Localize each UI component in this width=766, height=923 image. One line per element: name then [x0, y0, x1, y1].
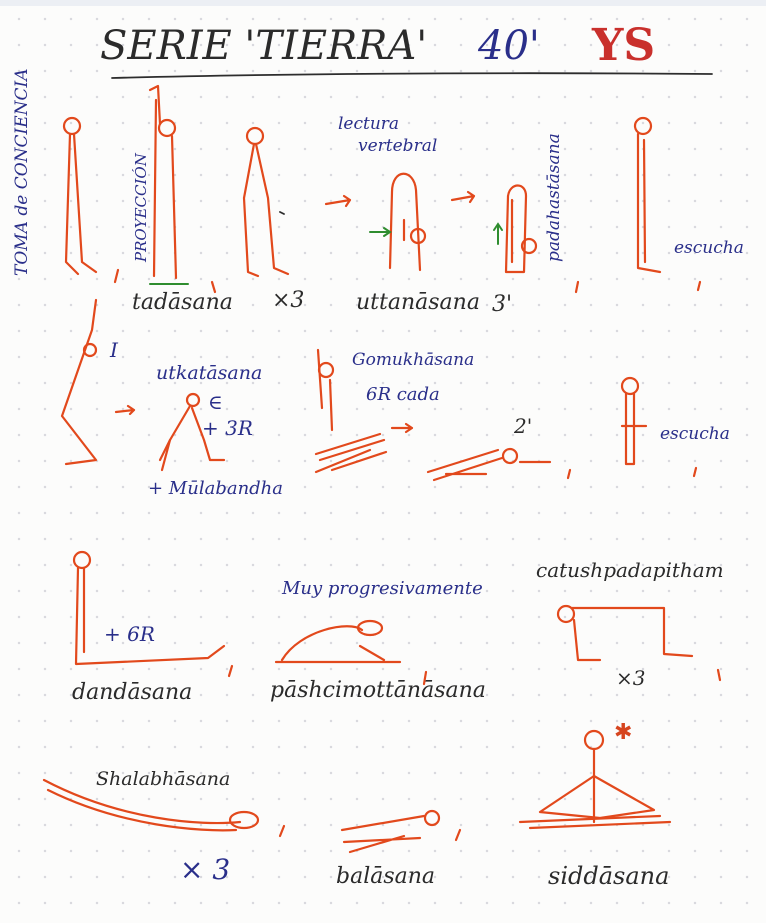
- repeat-x3-label: ×3: [272, 290, 304, 312]
- arrow-2: [452, 192, 474, 202]
- dandasana-label: dandāsana: [72, 682, 192, 704]
- title-underline: [112, 73, 712, 78]
- plus-3r-note: + 3R: [202, 418, 253, 438]
- figure-lying: [428, 449, 570, 480]
- star-icon: ✱: [614, 722, 632, 744]
- muy-progresivamente-note: Muy progresivamente: [282, 580, 483, 598]
- epsilon-note: ∈: [208, 392, 223, 412]
- figure-dandasana: [74, 552, 232, 676]
- arrow-1: [326, 196, 350, 206]
- three-minutes-label: 3': [492, 294, 512, 316]
- arrow-4: [392, 424, 412, 432]
- figure-lean: [244, 128, 288, 276]
- roman-one-note: I: [110, 340, 118, 360]
- escucha-label-1: escucha: [674, 240, 744, 257]
- repeat-x3-label-3: × 3: [180, 856, 230, 884]
- mulabandha-note: + Mūlabandha: [148, 480, 283, 498]
- balasana-label: balāsana: [336, 866, 435, 888]
- shalabhasana-label: Shalabhāsana: [96, 770, 230, 789]
- gomukhasana-label: Gomukhāsana: [352, 352, 474, 369]
- figure-uttanasana: [370, 174, 425, 270]
- padahastasana-note: padahastāsana: [546, 133, 563, 262]
- figure-standing-2: [635, 118, 700, 290]
- uttanasana-label: uttanāsana: [356, 292, 480, 314]
- figure-paschimottanasana: [276, 621, 426, 684]
- figure-tadasana: [150, 86, 215, 292]
- figure-standing-1: [64, 118, 118, 282]
- figure-diagonal: [62, 300, 96, 464]
- escucha-label-2: escucha: [660, 426, 730, 443]
- plus-6r-note: + 6R: [104, 624, 155, 644]
- six-r-cada-note: 6R cada: [366, 386, 440, 404]
- utkatasana-label: utkatāsana: [156, 364, 262, 383]
- vertebral-note: vertebral: [358, 138, 437, 155]
- arrow-3: [116, 406, 134, 414]
- two-minutes-label: 2': [514, 416, 532, 436]
- tadasana-label: tadāsana: [132, 292, 233, 314]
- figure-siddasana: [520, 731, 670, 828]
- lectura-note: lectura: [338, 116, 399, 133]
- figure-padahastasana: [494, 186, 536, 273]
- repeat-x3-label-2: ×3: [616, 668, 645, 688]
- catushpadapitham-label: catushpadapitham: [536, 560, 724, 580]
- figure-balasana: [342, 811, 460, 852]
- paschimottanasana-label: pāshcimottānāsana: [270, 680, 486, 702]
- siddasana-label: siddāsana: [548, 864, 669, 888]
- toma-de-conciencia-note: TOMA de CONCIENCIA: [14, 68, 31, 276]
- proyeccion-note: PROYECCIÓN: [134, 153, 149, 262]
